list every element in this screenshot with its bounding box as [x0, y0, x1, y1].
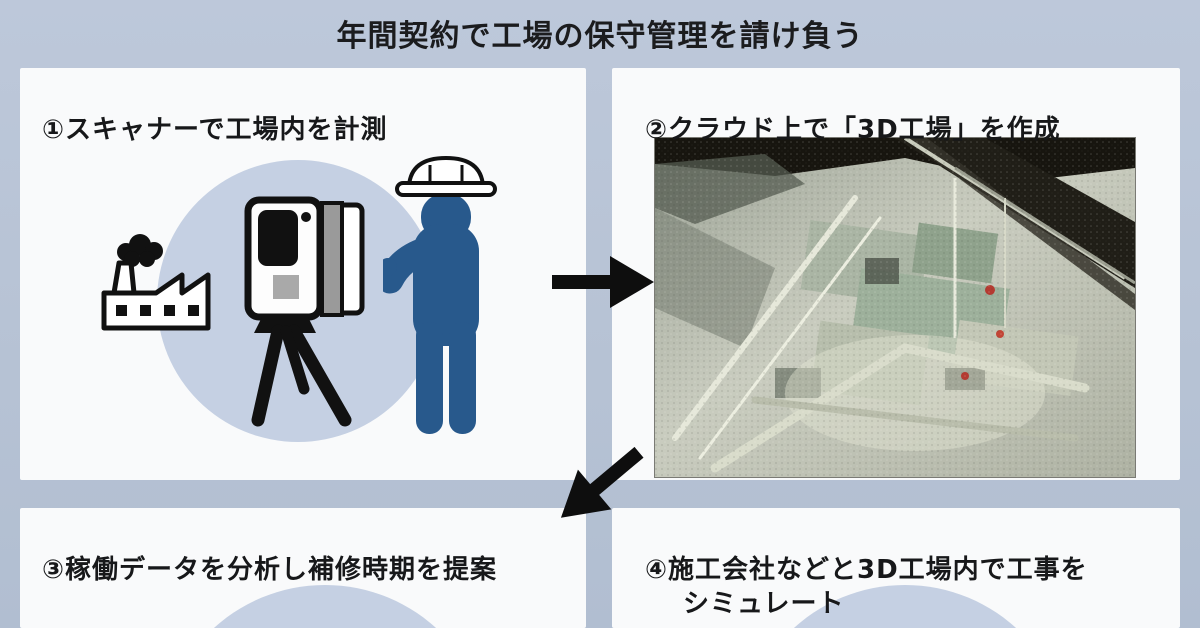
step3-heading: ③稼働データを分析し補修時期を提案 — [42, 554, 498, 585]
step4-heading-line1: ④施工会社などと3D工場内で工事を — [645, 554, 1088, 585]
factory-icon — [101, 234, 211, 331]
page-title: 年間契約で工場の保守管理を請け負う — [336, 19, 864, 54]
panel-step2: ②クラウド上で「3D工場」を作成 — [612, 68, 1180, 480]
panel-step4: ④施工会社などと3D工場内で工事を シミュレート — [612, 508, 1180, 628]
arrow-right-icon — [552, 254, 654, 310]
laser-scanner-icon — [244, 196, 365, 427]
arrow-down-left-icon — [543, 431, 657, 539]
step4-heading-line2: シミュレート — [683, 588, 845, 619]
step4-heading: ④施工会社などと3D工場内で工事を シミュレート — [645, 553, 1088, 621]
panel-step1: ①スキャナーで工場内を計測 — [20, 68, 586, 480]
factory-3d-scan-photo — [654, 136, 1136, 478]
step1-heading: ①スキャナーで工場内を計測 — [42, 114, 388, 145]
worker-helmet-icon — [383, 156, 497, 434]
decorative-circle — [160, 585, 490, 628]
panel-step3: ③稼働データを分析し補修時期を提案 — [20, 508, 586, 628]
step1-illustration — [20, 68, 586, 480]
step2-heading: ②クラウド上で「3D工場」を作成 — [645, 114, 1061, 145]
